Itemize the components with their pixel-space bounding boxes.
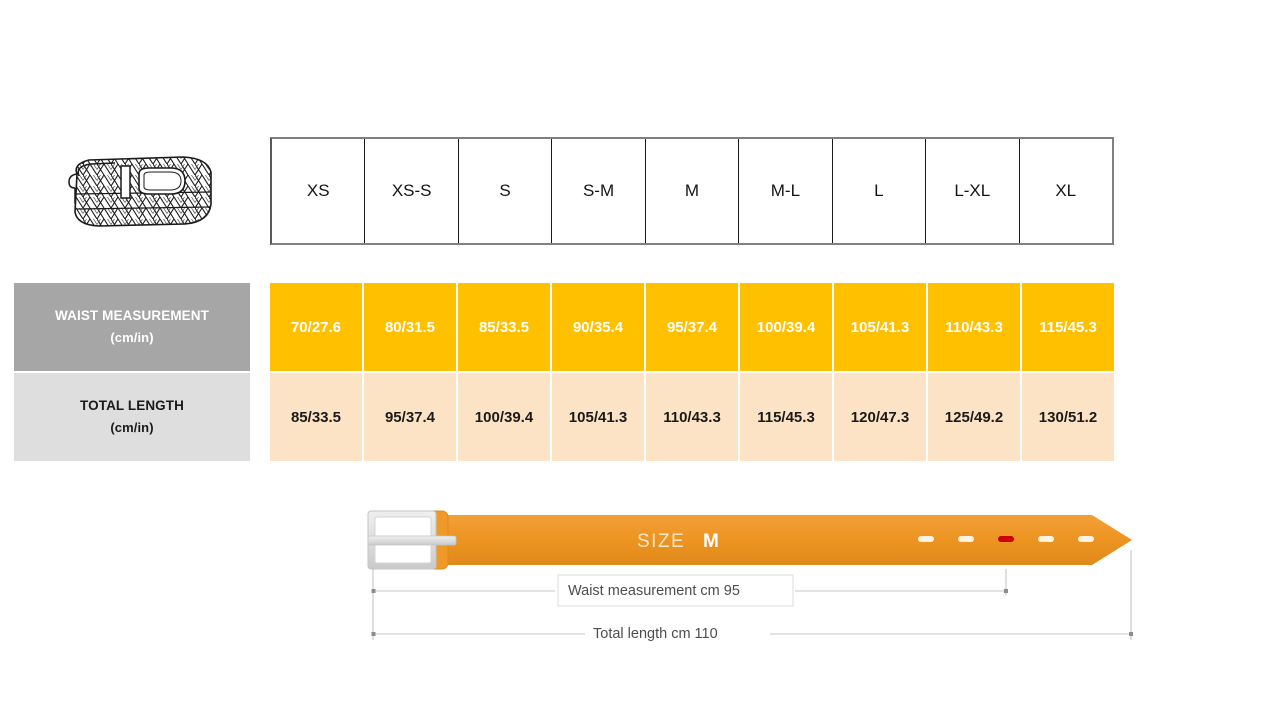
belt-buckle	[367, 510, 457, 570]
braided-belt-illustration	[55, 142, 230, 242]
waist-value-cell: 80/31.5	[364, 283, 456, 371]
size-header-cell: M-L	[739, 139, 833, 243]
total-length-value-strip: 85/33.5 95/37.4 100/39.4 105/41.3 110/43…	[270, 373, 1114, 461]
size-header-cell: S-M	[552, 139, 646, 243]
belt-measurement-diagram: SIZE M Waist measurement cm 95	[340, 495, 1170, 660]
length-value-cell: 85/33.5	[270, 373, 362, 461]
belt-hole	[1078, 536, 1094, 542]
length-value-cell: 95/37.4	[364, 373, 456, 461]
size-header-cell: S	[458, 139, 553, 243]
belt-holes	[918, 536, 1094, 542]
belt-strap	[428, 515, 1132, 565]
size-header-row: XS XS-S S S-M M M-L L L-XL XL	[270, 137, 1114, 245]
size-header-cell: XS-S	[365, 139, 459, 243]
total-length-label-unit: (cm/in)	[110, 420, 154, 436]
length-value-cell: 130/51.2	[1022, 373, 1114, 461]
belt-hole	[958, 536, 974, 542]
waist-value-cell: 70/27.6	[270, 283, 362, 371]
waist-value-strip: 70/27.6 80/31.5 85/33.5 90/35.4 95/37.4 …	[270, 283, 1114, 371]
length-value-cell: 125/49.2	[928, 373, 1020, 461]
waist-value-cell: 95/37.4	[646, 283, 738, 371]
waist-value-cell: 90/35.4	[552, 283, 644, 371]
length-value-cell: 110/43.3	[646, 373, 738, 461]
total-length-label: TOTAL LENGTH (cm/in)	[14, 373, 250, 461]
size-header-cell: L-XL	[926, 139, 1020, 243]
total-length-callout: Total length cm 110	[593, 626, 718, 642]
total-length-label-text: TOTAL LENGTH	[80, 398, 184, 414]
total-length-dimension-line: Total length cm 110	[371, 626, 1133, 642]
length-value-cell: 105/41.3	[552, 373, 644, 461]
belt-hole-active	[998, 536, 1014, 542]
waist-measurement-callout: Waist measurement cm 95	[568, 583, 740, 599]
waist-value-cell: 85/33.5	[458, 283, 550, 371]
waist-value-cell: 105/41.3	[834, 283, 926, 371]
belt-hole	[1038, 536, 1054, 542]
belt-size-word: SIZE	[637, 531, 685, 552]
waist-value-cell: 115/45.3	[1022, 283, 1114, 371]
waist-label-text: WAIST MEASUREMENT	[55, 308, 209, 324]
size-header-cell: XL	[1019, 139, 1112, 243]
waist-value-cell: 100/39.4	[740, 283, 832, 371]
belt-hole	[918, 536, 934, 542]
waist-value-cell: 110/43.3	[928, 283, 1020, 371]
size-header-cell: L	[832, 139, 927, 243]
waist-label-unit: (cm/in)	[110, 330, 154, 346]
belt-size-value: M	[703, 531, 719, 552]
waist-measurement-label: WAIST MEASUREMENT (cm/in)	[14, 283, 250, 371]
length-value-cell: 120/47.3	[834, 373, 926, 461]
size-header-cell: XS	[272, 139, 366, 243]
waist-dimension-line: Waist measurement cm 95	[371, 574, 1008, 607]
size-header-cell: M	[645, 139, 740, 243]
length-value-cell: 115/45.3	[740, 373, 832, 461]
length-value-cell: 100/39.4	[458, 373, 550, 461]
